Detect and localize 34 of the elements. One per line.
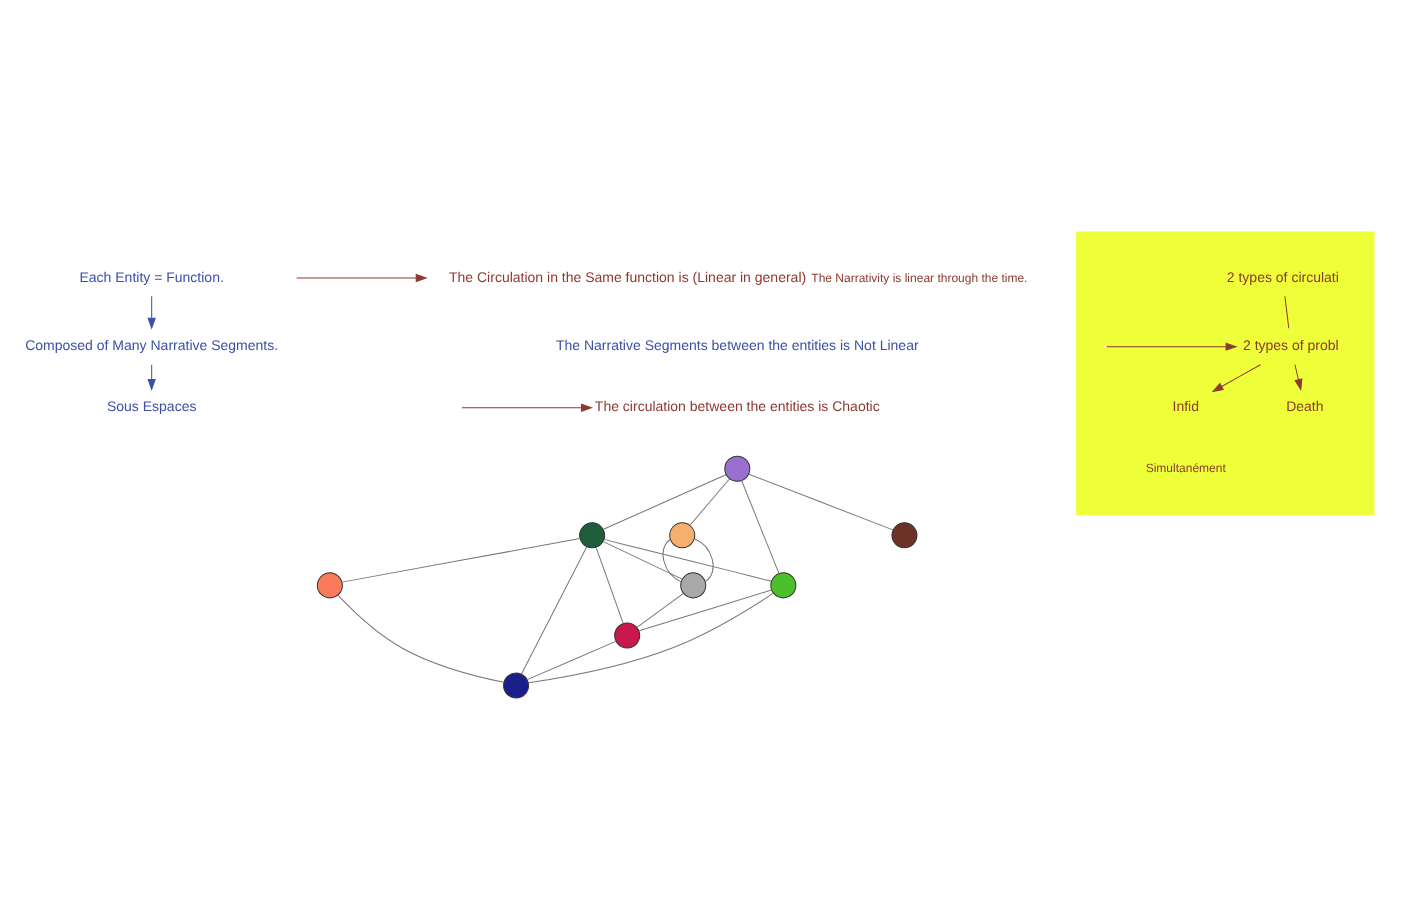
node-circle <box>316 572 343 599</box>
connector <box>341 538 581 583</box>
node-circle <box>614 622 641 649</box>
connector <box>662 539 682 583</box>
node-circle <box>669 522 696 549</box>
connector <box>603 474 727 530</box>
cluster <box>1076 231 1375 516</box>
connector <box>636 592 684 628</box>
connector <box>337 594 505 683</box>
connector <box>1284 295 1290 329</box>
node-circle <box>579 522 606 549</box>
connector <box>602 541 683 580</box>
connector <box>595 547 624 624</box>
arrow <box>296 274 427 283</box>
arrow <box>147 295 156 329</box>
connector <box>528 592 774 684</box>
connector <box>694 538 714 582</box>
connector <box>741 480 780 575</box>
node-circle <box>891 522 918 549</box>
node-circle <box>680 572 707 599</box>
connector <box>521 546 588 675</box>
connector <box>638 589 773 632</box>
arrow <box>461 403 592 412</box>
node-circle <box>724 455 751 482</box>
arrow <box>1105 342 1237 351</box>
node-circle <box>770 572 797 599</box>
connector <box>526 640 617 681</box>
arrow <box>1212 364 1261 392</box>
arrow <box>147 364 156 390</box>
connector <box>689 478 731 526</box>
connector <box>748 473 894 531</box>
arrow <box>1294 364 1303 390</box>
connector <box>603 538 772 582</box>
node-circle <box>503 672 530 699</box>
